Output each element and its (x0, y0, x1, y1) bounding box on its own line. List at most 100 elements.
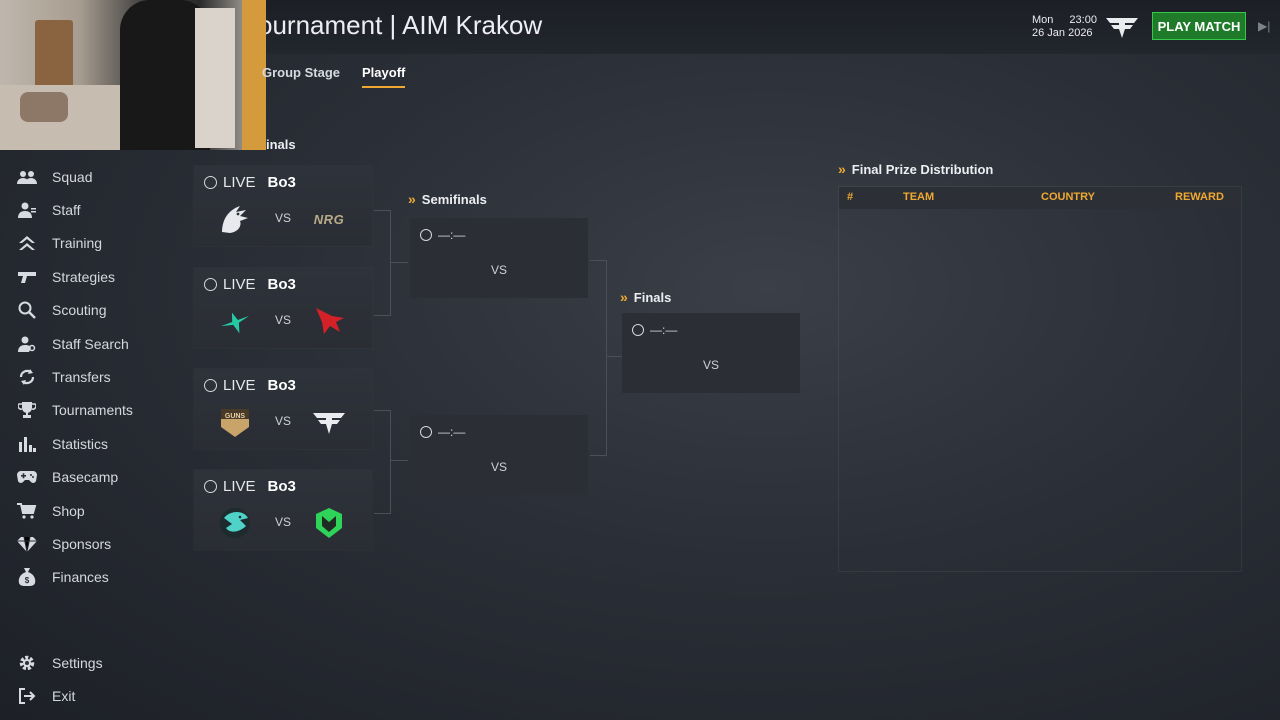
game-clock: Mon 23:00 26 Jan 2026 (1032, 14, 1097, 40)
semifinals-heading: »Semifinals (408, 191, 487, 207)
sidebar-item-label: Shop (52, 502, 85, 519)
sidebar-item-squad[interactable]: Squad (0, 160, 190, 193)
clock-date: 26 Jan 2026 (1032, 27, 1093, 39)
sidebar: Squad Staff Training Strategies Scouting… (0, 160, 190, 594)
bracket-connector (590, 260, 607, 456)
match-status: LIVE (223, 276, 256, 293)
clock-time: 23:00 (1069, 14, 1097, 26)
sidebar-item-statistics[interactable]: Statistics (0, 427, 190, 460)
red-bird-logo-icon[interactable] (312, 304, 346, 338)
sidebar-item-label: Finances (52, 569, 109, 586)
match-status: LIVE (223, 377, 256, 394)
match-format: Bo3 (267, 377, 296, 394)
money-bag-icon: $ (16, 568, 38, 587)
match-time: —:— (438, 228, 466, 242)
teal-eagle-logo-icon[interactable] (218, 506, 252, 540)
column-header-rank: # (847, 191, 854, 203)
sidebar-item-transfers[interactable]: Transfers (0, 360, 190, 393)
sidebar-item-training[interactable]: Training (0, 227, 190, 260)
vs-label: VS (702, 358, 719, 372)
sidebar-item-staff-search[interactable]: Staff Search (0, 327, 190, 360)
sidebar-item-finances[interactable]: $ Finances (0, 561, 190, 594)
chevron-right-icon: » (408, 191, 416, 207)
strategies-icon (16, 268, 38, 286)
semifinal-card[interactable]: —:— VS (410, 415, 588, 495)
statistics-icon (16, 435, 38, 453)
bracket-connector (374, 210, 391, 316)
column-header-team: TEAM (903, 191, 935, 203)
column-header-reward: REWARD (1175, 191, 1224, 203)
sidebar-item-shop[interactable]: Shop (0, 494, 190, 527)
squad-icon (16, 168, 38, 186)
prize-distribution-heading: »Final Prize Distribution (838, 161, 994, 177)
play-match-button[interactable]: PLAY MATCH (1152, 12, 1246, 40)
cart-icon (16, 502, 38, 520)
staff-search-icon (16, 335, 38, 353)
stage-tabs: Group Stage Playoff (262, 65, 406, 88)
svg-text:$: $ (25, 576, 30, 585)
tab-group-stage[interactable]: Group Stage (262, 65, 341, 80)
cross-team-logo-icon[interactable] (218, 304, 252, 338)
match-format: Bo3 (267, 478, 296, 495)
clock-icon (420, 229, 432, 241)
final-card[interactable]: —:— VS (622, 313, 800, 393)
tab-playoff[interactable]: Playoff (362, 65, 406, 88)
clock-day: Mon (1032, 14, 1054, 26)
page-title: ournament | AIM Krakow (258, 10, 543, 40)
team-name: GUNS (225, 413, 246, 420)
clock-icon (420, 426, 432, 438)
chevron-right-icon: » (620, 289, 628, 305)
match-format: Bo3 (267, 174, 296, 191)
sidebar-item-label: Scouting (52, 302, 107, 319)
column-header-country: COUNTRY (1041, 191, 1095, 203)
training-icon (16, 234, 38, 252)
clock-icon (204, 176, 217, 189)
clock-icon (632, 324, 644, 336)
faze-logo-icon[interactable] (312, 405, 346, 439)
match-card[interactable]: LIVE Bo3 GUNS VS (194, 369, 372, 449)
sidebar-item-label: Basecamp (52, 469, 119, 486)
team-name: NRG (313, 211, 345, 227)
sidebar-item-staff[interactable]: Staff (0, 193, 190, 226)
clock-icon (204, 480, 217, 493)
sidebar-item-settings[interactable]: Settings (0, 646, 190, 679)
match-card[interactable]: LIVE Bo3 VS (194, 470, 372, 550)
sidebar-item-basecamp[interactable]: Basecamp (0, 461, 190, 494)
prize-table: # TEAM COUNTRY REWARD (838, 186, 1242, 572)
vs-label: VS (274, 313, 291, 327)
vs-label: VS (490, 460, 507, 474)
sidebar-item-label: Exit (52, 688, 76, 705)
sidebar-item-label: Squad (52, 168, 93, 185)
webcam-overlay (0, 0, 266, 150)
sidebar-item-label: Staff Search (52, 335, 129, 352)
bracket-connector (374, 410, 391, 514)
skip-icon[interactable]: ▶| (1258, 19, 1271, 33)
sidebar-item-label: Settings (52, 654, 103, 671)
gold-shield-logo-icon[interactable]: GUNS (218, 405, 252, 439)
spirit-logo-icon[interactable] (218, 202, 252, 236)
nrg-logo-icon[interactable]: NRG (312, 202, 346, 236)
sidebar-item-label: Transfers (52, 369, 111, 386)
sidebar-item-label: Strategies (52, 268, 116, 285)
green-shield-logo-icon[interactable] (312, 506, 346, 540)
sidebar-item-sponsors[interactable]: Sponsors (0, 527, 190, 560)
sidebar-item-exit[interactable]: Exit (0, 679, 190, 712)
exit-icon (16, 687, 38, 705)
match-card[interactable]: LIVE Bo3 VS NRG (194, 166, 372, 246)
match-time: —:— (650, 323, 678, 337)
sidebar-item-scouting[interactable]: Scouting (0, 294, 190, 327)
match-card[interactable]: LIVE Bo3 VS (194, 268, 372, 348)
faze-logo-icon (1104, 14, 1140, 40)
bracket-connector (606, 356, 622, 357)
sidebar-item-label: Tournaments (52, 402, 133, 419)
quarterfinals-heading: inals (266, 137, 296, 152)
transfers-icon (16, 368, 38, 386)
sidebar-item-label: Sponsors (52, 535, 112, 552)
vs-label: VS (274, 414, 291, 428)
sidebar-item-tournaments[interactable]: Tournaments (0, 394, 190, 427)
sidebar-item-strategies[interactable]: Strategies (0, 260, 190, 293)
semifinal-card[interactable]: —:— VS (410, 218, 588, 298)
finals-heading: »Finals (620, 289, 672, 305)
vs-label: VS (274, 515, 291, 529)
sidebar-bottom: Settings Exit (0, 646, 190, 713)
